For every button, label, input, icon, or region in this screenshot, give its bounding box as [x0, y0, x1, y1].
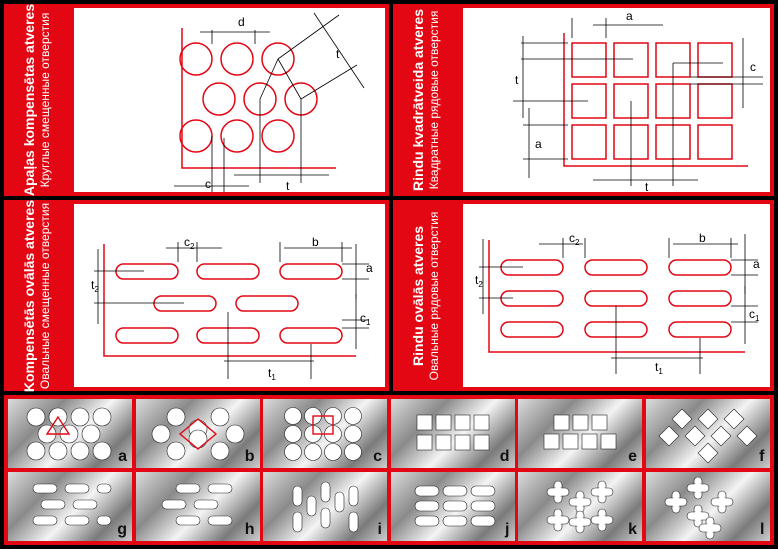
panel-subtitle: Овальные смещенные отверстия [38, 202, 52, 389]
pattern-gallery: a b c d e f g h i j k l [4, 395, 774, 545]
dim-label-c: c [750, 60, 756, 74]
pattern-ovals-offset-graphic [161, 483, 232, 526]
diagram-canvas: c2 b a t2 c1 t1 [74, 204, 385, 387]
pattern-tile-l: l [645, 472, 770, 541]
panel-oval-rows: Rindu ovālās atveres Овальные рядовые от… [393, 200, 774, 391]
dim-label-b: b [312, 235, 319, 249]
pattern-tile-d: d [390, 399, 515, 468]
oval-rows-diagram: c2 b a t2 c1 t1 [475, 231, 760, 376]
pattern-circles-staggered-triangle-graphic [26, 407, 112, 461]
panel-title-block: Apaļas kompensētas atveres Круглые смеще… [21, 4, 53, 196]
panel-title-block: Kompensētās ovālās atveres Овальные смещ… [21, 199, 53, 391]
pattern-tile-j: j [390, 472, 515, 541]
panel-title-block: Rindu kvadrātveida atveres Квадратные ря… [410, 9, 442, 191]
panel-subtitle: Овальные рядовые отверстия [427, 211, 441, 380]
round-staggered-diagram: d t c t [174, 12, 365, 192]
dim-label-t: t [286, 179, 290, 192]
pattern-letter: a [118, 448, 127, 465]
dim-label-t-bottom: t [645, 180, 649, 192]
dim-label-c2: c2 [569, 231, 580, 247]
pattern-squares-grid-graphic [416, 414, 489, 451]
pattern-letter: i [377, 521, 382, 538]
pattern-letter: b [244, 448, 255, 465]
pattern-ovals-staggered-graphic [32, 483, 112, 526]
panel-subtitle: Квадратные рядовые отверстия [427, 10, 441, 190]
dim-label-t2: t2 [475, 273, 483, 289]
pattern-letter: e [628, 448, 637, 465]
dim-label-c2: c2 [184, 235, 195, 251]
panel-round-staggered: Apaļas kompensētas atveres Круглые смеще… [4, 4, 389, 196]
dim-label-a-left: a [535, 137, 542, 151]
pattern-letter: f [759, 448, 765, 465]
oval-staggered-diagram: c2 b a t2 c1 t1 [91, 235, 373, 382]
dim-label-c1: c1 [360, 311, 371, 327]
pattern-letter: c [373, 448, 382, 465]
pattern-tile-e: e [518, 399, 642, 468]
pattern-tile-k: k [518, 472, 642, 541]
dim-label-t1: t1 [655, 360, 663, 376]
pattern-letter: d [499, 448, 510, 465]
dim-label-d: d [238, 15, 245, 29]
dim-label-t2: t2 [91, 278, 99, 294]
pattern-tile-h: h [135, 472, 260, 541]
dim-label-a: a [366, 261, 373, 275]
panel-sidebar: Rindu ovālās atveres Овальные рядовые от… [393, 200, 459, 391]
panel-sidebar: Kompensētās ovālās atveres Овальные смещ… [4, 199, 70, 391]
dim-label-a: a [753, 257, 760, 271]
dim-label-t: t [515, 73, 519, 87]
pattern-squares-staggered-graphic [543, 414, 617, 450]
pattern-letter: k [628, 521, 637, 538]
pattern-tile-i: i [263, 472, 387, 541]
panel-subtitle: Круглые смещенные отверстия [38, 12, 52, 188]
pattern-crosses-graphic [546, 480, 614, 534]
panel-square-rows: Rindu kvadrātveida atveres Квадратные ря… [393, 4, 774, 196]
panel-title: Rindu kvadrātveida atveres [410, 8, 426, 192]
panel-title: Kompensētās ovālās atveres [21, 199, 37, 392]
pattern-diamonds-graphic [658, 408, 757, 464]
diagram-canvas: d t c t [74, 8, 385, 192]
pattern-tile-g: g [8, 472, 132, 541]
dim-label-a-top: a [626, 9, 633, 23]
dim-label-t-diagonal: t [336, 47, 340, 61]
pattern-circles-grid-square-graphic [284, 407, 362, 461]
pattern-letter: h [244, 521, 255, 538]
dim-label-b: b [699, 231, 706, 245]
pattern-crosses-staggered-graphic [664, 476, 733, 540]
panel-title: Apaļas kompensētas atveres [21, 3, 37, 197]
square-rows-diagram: a t c a t [513, 9, 763, 192]
pattern-tile-f: f [645, 399, 770, 468]
pattern-letter: j [505, 521, 510, 538]
panel-sidebar: Rindu kvadrātveida atveres Квадратные ря… [393, 4, 459, 196]
panel-title-block: Rindu ovālās atveres Овальные рядовые от… [410, 211, 442, 380]
pattern-ovals-vertical-graphic [292, 481, 359, 533]
panel-title: Rindu ovālās atveres [410, 225, 426, 366]
pattern-letter: l [760, 521, 765, 538]
pattern-tile-b: b [135, 399, 260, 468]
panel-sidebar: Apaļas kompensētas atveres Круглые смеще… [4, 4, 70, 196]
dim-label-t1: t1 [268, 366, 276, 382]
dim-label-c: c [205, 177, 211, 191]
pattern-letter: g [117, 521, 127, 538]
dim-label-c1: c1 [749, 307, 760, 323]
pattern-circles-staggered-diamond-graphic [151, 407, 244, 461]
diagram-canvas: c2 b a t2 c1 t1 [463, 204, 770, 387]
diagram-canvas: a t c a t [463, 8, 770, 192]
pattern-tile-c: c [263, 399, 387, 468]
pattern-tile-a: a [8, 399, 132, 468]
pattern-ovals-grid-graphic [414, 485, 495, 527]
panel-oval-staggered: Kompensētās ovālās atveres Овальные смещ… [4, 199, 389, 392]
